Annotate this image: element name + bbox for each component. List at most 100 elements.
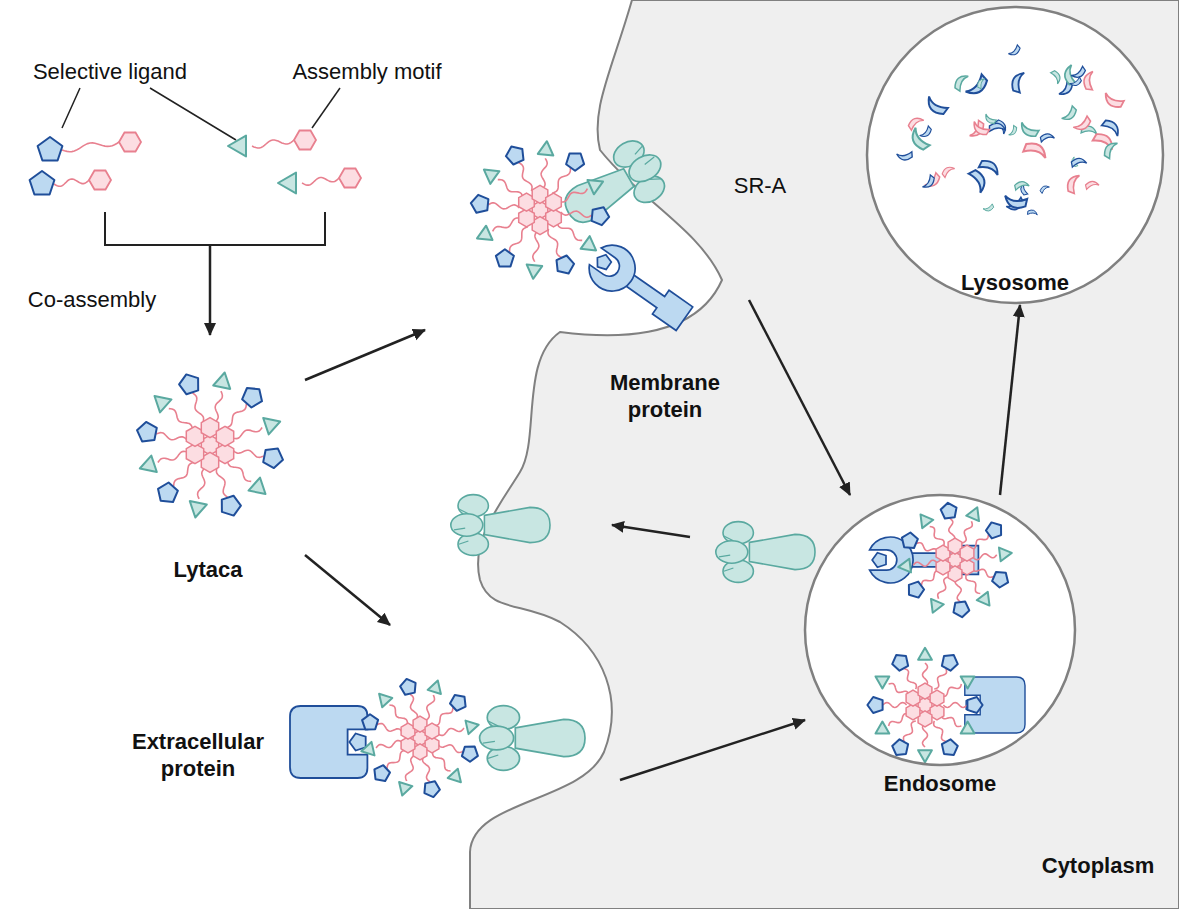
node: Selective ligandAssembly motif [20,50,466,245]
fragment [1026,208,1038,219]
linker [904,721,916,742]
fragment [925,91,950,118]
sr-a-receptor [552,132,676,241]
linker [434,707,454,725]
linker [425,695,434,720]
arrow [620,720,805,780]
ligand-pentagon [557,256,575,274]
ligand-pentagon [942,655,958,671]
arrow [305,330,425,380]
ligand-pentagon [909,582,924,598]
assembly-hexagon [930,690,944,706]
linker [488,203,519,209]
fragment [1070,157,1087,170]
linker [423,756,430,782]
ligand-triangle [921,514,934,528]
linker [498,180,523,198]
fragment [1102,87,1125,111]
sr-a-receptor [716,522,815,583]
linker [158,451,188,462]
protein-body [290,706,367,778]
linker [387,751,407,769]
node-label: Extracellular protein [118,728,278,783]
fragment [1072,116,1092,131]
linker [938,577,948,599]
node-label: Lytaca [133,556,283,584]
linker [966,575,980,594]
ligand-pentagon [450,695,466,711]
linker [438,728,464,735]
ligand-triangle [428,681,441,695]
receptor-notch [719,536,733,571]
fragment [1085,180,1100,191]
receptor-stalk [484,507,550,542]
linker [973,554,996,560]
ligand-pentagon [242,388,262,408]
fragment [1006,125,1019,137]
fragment [977,156,1001,181]
ligand-pentagon [967,697,982,713]
linker [510,227,528,252]
ligand-pentagon [374,765,390,781]
ligand-triangle [918,750,932,762]
ligand-pentagon [941,503,957,519]
linker [541,158,547,189]
ligand-pentagon [954,602,970,618]
illustration-items [30,44,1126,797]
node: Endosome [805,495,1075,805]
linker [198,468,206,499]
linker [169,409,193,430]
fragment [1018,117,1040,140]
ligand-triangle [399,782,412,796]
ligand-triangle [977,592,990,606]
node: Extracellular protein [140,625,620,830]
monomer [30,171,111,195]
ligand-triangle [898,559,911,573]
free-label: Cytoplasm [1042,853,1154,879]
fragment [1059,105,1079,122]
ligand-triangle [581,236,597,250]
fragment [1063,173,1085,195]
lysosome-fill [867,7,1163,303]
ligand-pentagon [506,147,524,165]
linker [54,179,89,186]
linker [62,142,119,152]
node-label: Selective ligand [15,58,205,86]
receptor-notch [483,721,498,758]
linker [943,703,967,708]
linker [548,229,561,258]
monomer [38,133,141,161]
ligand-triangle [228,136,246,157]
fragment [952,73,973,92]
ligand-pentagon [892,655,908,671]
ligand-pentagon [158,483,178,503]
fragment [984,111,998,126]
linker [215,391,223,422]
linker [916,543,938,553]
receptor-lobe [624,149,665,187]
linker [438,743,463,752]
compartment-outline [867,7,1163,303]
fragment [1008,70,1032,95]
receptor-lobe [716,541,748,563]
arrow [1000,305,1020,495]
fragment [1021,138,1049,165]
linker [559,189,588,202]
extracellular-protein [965,677,1025,733]
linker [377,724,402,733]
linker [883,703,907,708]
assembly-hexagon [546,193,562,211]
membrane-protein [870,537,979,583]
linker [972,567,994,577]
linker [519,163,532,192]
assembly-hexagon [119,133,141,152]
recycle-arrow [612,525,690,537]
assembly-hexagon [339,169,361,188]
fragment [911,126,931,152]
assembly-hexagon [425,723,439,739]
bound-ligand [349,733,365,750]
sr-a-receptor [480,706,585,771]
assembly-hexagon [294,131,316,150]
bound-ligand [593,252,613,272]
ligand-triangle [527,265,543,279]
